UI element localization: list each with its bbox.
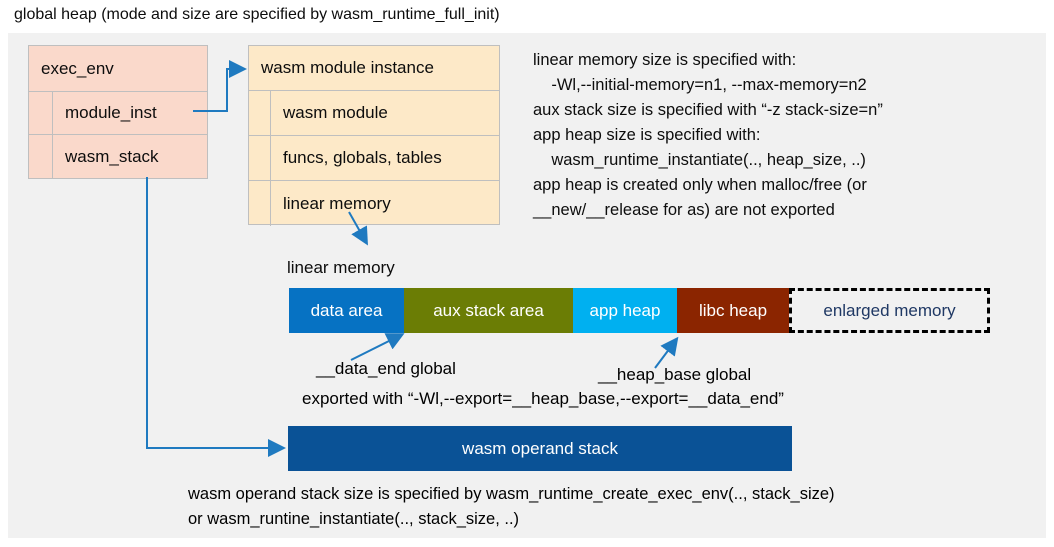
data-end-annotation: __data_end global [316, 359, 456, 378]
exec-env-field-label: module_inst [65, 103, 157, 122]
exec-env-field-module-inst: module_inst [29, 92, 207, 135]
exec-env-header-label: exec_env [41, 58, 114, 78]
module-instance-field-label: funcs, globals, tables [283, 148, 442, 167]
module-instance-field-label: linear memory [283, 193, 391, 213]
module-instance-field-funcs-globals-tables: funcs, globals, tables [249, 136, 499, 181]
memory-segment: enlarged memory [789, 288, 990, 333]
module-instance-header-label: wasm module instance [261, 58, 434, 77]
wasm-module-instance-box: wasm module instance wasm module funcs, … [248, 45, 500, 226]
exec-env-field-label: wasm_stack [65, 146, 159, 166]
exec-env-field-wasm-stack: wasm_stack [29, 135, 207, 178]
exec-env-gutter [29, 92, 53, 134]
exec-env-header-row: exec_env [29, 46, 207, 92]
module-instance-field-label: wasm module [283, 103, 388, 122]
exec-env-box: exec_env module_inst wasm_stack [28, 45, 208, 179]
module-instance-field-wasm-module: wasm module [249, 91, 499, 136]
module-instance-gutter [249, 91, 271, 135]
memory-segment: app heap [573, 288, 677, 333]
exec-env-gutter [29, 135, 53, 178]
module-instance-header-row: wasm module instance [249, 46, 499, 91]
memory-segment: data area [289, 288, 404, 333]
module-instance-gutter [249, 181, 271, 226]
module-instance-gutter [249, 136, 271, 180]
module-instance-field-linear-memory: linear memory [249, 181, 499, 226]
heap-base-annotation: __heap_base global [598, 365, 752, 384]
linear-memory-caption: linear memory [287, 258, 395, 277]
memory-segment: libc heap [677, 288, 789, 333]
memory-segment: aux stack area [404, 288, 573, 333]
page-title: global heap (mode and size are specified… [14, 6, 500, 23]
wasm-operand-stack-box: wasm operand stack [288, 426, 792, 471]
exported-with-annotation: exported with “-Wl,--export=__heap_base,… [302, 389, 784, 408]
linear-memory-note: linear memory size is specified with: -W… [533, 51, 883, 219]
operand-stack-note: wasm operand stack size is specified by … [188, 485, 835, 528]
